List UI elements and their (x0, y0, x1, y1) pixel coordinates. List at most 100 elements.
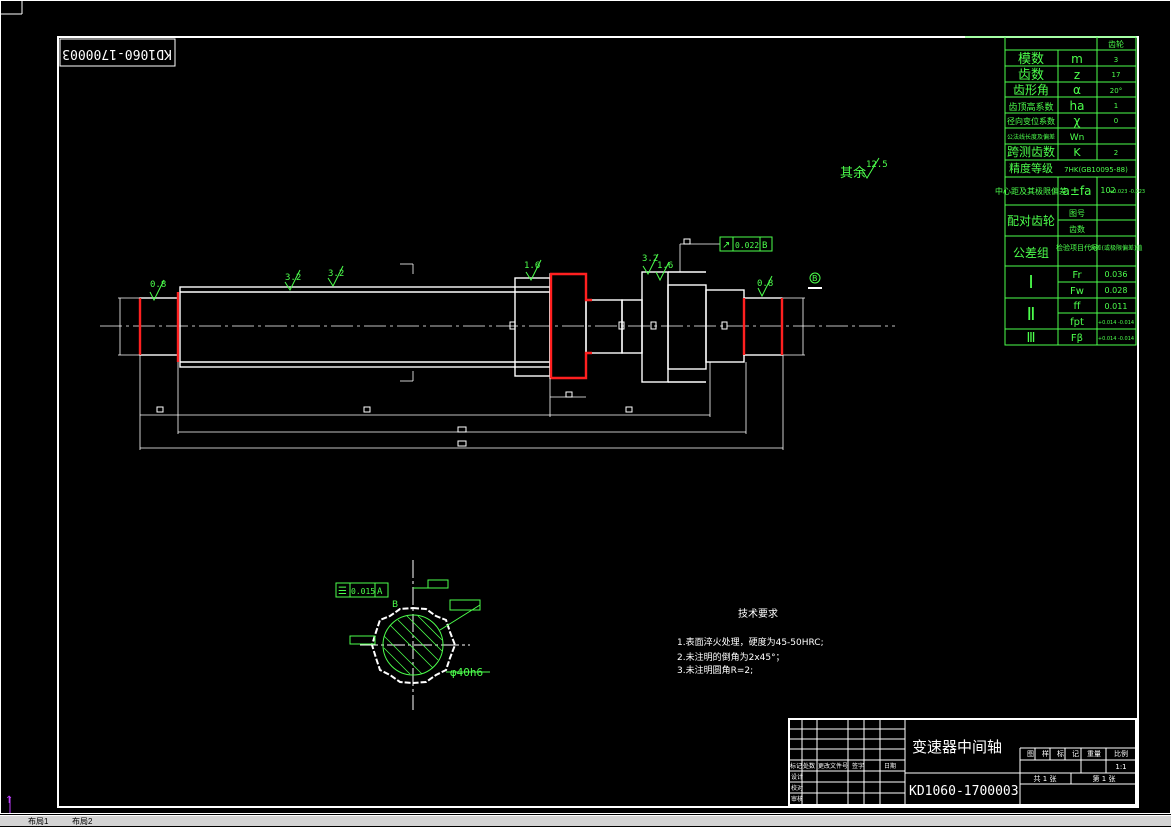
center-distance-label: 中心距及其极限偏差 (995, 186, 1067, 196)
technical-requirements: 技术要求 1.表面淬火处理，硬度为45-50HRC; 2.未注明的倒角为2x45… (677, 607, 824, 676)
param-name: 齿数 (1018, 68, 1044, 83)
role-label: 设计 (791, 773, 803, 781)
tol-item-value: 0.036 (1105, 270, 1128, 279)
title-block (788, 718, 1137, 806)
param-value: 17 (1112, 71, 1121, 79)
precision-grade: 7HK(GB10095-88) (1064, 166, 1128, 174)
param-name: 齿顶高系数 (1008, 101, 1053, 113)
tol-item-symbol: Fr (1072, 270, 1082, 281)
tech-req-item: 3.未注明圆角R=2; (677, 664, 753, 676)
sheet-number: 第 1 张 (1093, 774, 1116, 783)
layout-tab-bar: 布局1 布局2 (0, 815, 1171, 826)
sign-row-label: 日期 (884, 762, 896, 770)
tab-layout-2[interactable]: 布局2 (72, 817, 93, 826)
tol-group-roman: Ⅰ (1028, 272, 1033, 293)
ground-surfaces (138, 272, 784, 380)
param-name: 跨测齿数 (1007, 144, 1055, 159)
tol-item-value: 0.028 (1105, 286, 1128, 295)
drawing-frame (57, 36, 1139, 808)
section-diameter: φ40h6 (450, 666, 483, 679)
center-distance-symbol: a±fa (1063, 184, 1092, 198)
mate-field: 齿数 (1069, 224, 1085, 234)
param-value: 0 (1114, 117, 1118, 125)
shaft-body (139, 271, 783, 383)
part-name: 变速器中间轴 (912, 738, 1002, 756)
scale-value: 1:1 (1115, 763, 1126, 771)
sign-row-label: 签字 (852, 762, 864, 770)
param-name: 径向变位系数 (1007, 116, 1055, 126)
tol-header: 检验项目代号 (1056, 243, 1098, 252)
cross-section-view: B φ40h6 ☰ 0.015 A (335, 560, 490, 710)
roughness-rest-label: 其余 (840, 165, 866, 181)
sign-row-label: 更改文件号 (818, 762, 848, 770)
gear-parameter-table (965, 36, 1137, 346)
param-name: 公法线长度及偏差 (1007, 133, 1055, 141)
tolerance-datum: B (762, 241, 767, 251)
roughness-label: 3.2 (328, 269, 344, 279)
roughness-symbols: 0.8 3.2 3.2 1.6 3.2 1.6 0.8 其余 12.5 (149, 157, 888, 302)
param-symbol: χ (1074, 114, 1081, 128)
dimension-lines (118, 243, 805, 450)
tech-req-item: 2.未注明的倒角为2x45°； (677, 651, 785, 663)
param-symbol: Wn (1070, 133, 1085, 143)
stage-label: 记 (1072, 750, 1079, 758)
tol-group-label: 公差组 (1013, 246, 1049, 260)
roughness-label: 0.8 (757, 279, 773, 289)
gear-table-header: 齿轮 (1108, 39, 1124, 49)
datum-marker: B (808, 272, 822, 289)
mate-field: 图号 (1069, 209, 1085, 218)
param-value: 20° (1110, 87, 1122, 95)
runout-symbol: ↗ (722, 240, 730, 251)
tolerance-value: 0.022 (735, 241, 759, 250)
param-name: 精度等级 (1009, 161, 1053, 175)
param-name: 齿形角 (1013, 83, 1049, 97)
tol-item-symbol: fpt (1070, 317, 1084, 328)
stamp-number: KD1060-1700003 (62, 46, 172, 61)
param-symbol: α (1073, 83, 1081, 97)
role-label: 校对 (791, 784, 803, 792)
ucs-arrow: ↑ (5, 795, 13, 806)
dimension-markers (156, 238, 728, 447)
section-label: B (392, 600, 398, 610)
sign-row-label: 标记 (790, 762, 802, 770)
tol-item-symbol: Fw (1070, 286, 1084, 297)
runout-tolerance-frame: ↗ 0.022 B (719, 236, 773, 252)
roughness-label: 3.2 (285, 273, 301, 283)
roughness-label: 3.2 (642, 254, 658, 264)
param-symbol: ha (1070, 99, 1085, 113)
stamp-box: KD1060-1700003 (59, 38, 176, 67)
tol-item-value: 0.011 (1105, 302, 1128, 311)
param-value: 3 (1114, 56, 1118, 64)
center-distance-dev: +0.023 -0.023 (1109, 189, 1145, 195)
roughness-label: 1.6 (657, 261, 673, 271)
param-symbol: K (1073, 146, 1081, 159)
mate-gear-label: 配对齿轮 (1007, 214, 1055, 228)
scale-label: 比例 (1114, 749, 1128, 758)
stage-label: 标 (1057, 749, 1064, 758)
drawing-number: KD1060-1700003 (909, 784, 1019, 799)
roughness-label: 0.8 (150, 280, 166, 290)
stage-label: 图 (1027, 750, 1034, 758)
param-name: 模数 (1018, 52, 1044, 67)
tol-item-symbol: ff (1074, 301, 1082, 312)
stage-label: 样 (1042, 749, 1049, 758)
flatness-symbol: ☰ (338, 586, 347, 597)
section-tolerance-value: 0.015 (351, 587, 375, 596)
datum-label: B (812, 274, 818, 283)
roughness-rest-value: 12.5 (866, 160, 888, 170)
tech-req-item: 1.表面淬火处理，硬度为45-50HRC; (677, 636, 824, 648)
tol-item-value: +0.014 -0.014 (1098, 336, 1134, 342)
tab-layout-1[interactable]: 布局1 (28, 817, 49, 826)
param-value: 1 (1114, 102, 1118, 110)
param-symbol: z (1074, 68, 1080, 82)
section-tolerance-datum: A (377, 587, 383, 597)
sign-row-label: 处数 (803, 762, 815, 770)
tech-req-title: 技术要求 (738, 607, 778, 620)
weight-label: 重量 (1087, 750, 1101, 758)
tol-item-symbol: Fβ (1071, 333, 1083, 344)
param-symbol: m (1071, 52, 1083, 66)
role-label: 审核 (791, 795, 803, 803)
tol-group-roman: Ⅲ (1027, 331, 1036, 346)
